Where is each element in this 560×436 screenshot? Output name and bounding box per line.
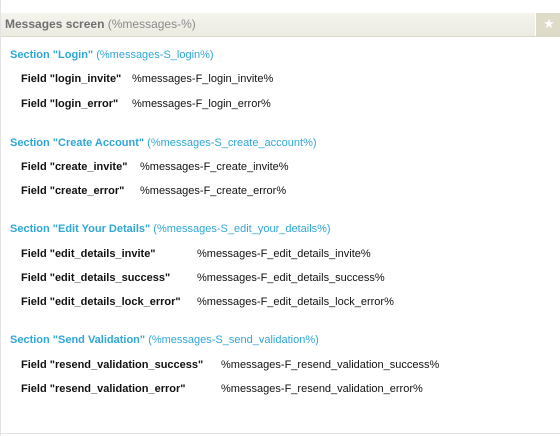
section-token: (%messages-S_edit_your_details%) <box>153 223 331 235</box>
field-label-login-error: Field "login_error" <box>21 98 119 110</box>
field-label-login-invite: Field "login_invite" <box>21 73 122 85</box>
panel-title-token: (%messages-%) <box>107 17 196 31</box>
section-title-text: Section "Edit Your Details" <box>10 223 151 235</box>
panel-title-text: Messages screen <box>5 17 105 31</box>
field-value-create-error: %messages-F_create_error% <box>140 185 287 197</box>
section-title-text: Section "Create Account" <box>10 137 145 149</box>
field-value-login-invite: %messages-F_login_invite% <box>132 73 274 85</box>
section-title-text: Section "Login" <box>10 49 94 61</box>
star-icon: ★ <box>543 16 555 31</box>
field-value-edit-details-invite: %messages-F_edit_details_invite% <box>197 248 371 260</box>
panel-header: Messages screen (%messages-%) ★ <box>1 13 560 37</box>
section-title-text: Section "Send Validation" <box>10 334 146 346</box>
section-title-edit-your-details: Section "Edit Your Details" (%messages-S… <box>10 223 331 235</box>
panel-bottom-border <box>1 433 560 434</box>
panel-title: Messages screen (%messages-%) <box>5 17 196 31</box>
field-label-edit-details-invite: Field "edit_details_invite" <box>21 248 156 260</box>
field-value-resend-validation-error: %messages-F_resend_validation_error% <box>221 383 423 395</box>
section-title-create-account: Section "Create Account" (%messages-S_cr… <box>10 137 317 149</box>
favorite-button[interactable]: ★ <box>535 13 560 36</box>
section-token: (%messages-S_create_account%) <box>147 137 317 149</box>
field-label-resend-validation-error: Field "resend_validation_error" <box>21 383 186 395</box>
field-label-create-invite: Field "create_invite" <box>21 161 128 173</box>
section-token: (%messages-S_login%) <box>96 49 214 61</box>
field-value-resend-validation-success: %messages-F_resend_validation_success% <box>221 359 440 371</box>
field-value-create-invite: %messages-F_create_invite% <box>140 161 289 173</box>
section-token: (%messages-S_send_validation%) <box>148 334 319 346</box>
field-value-edit-details-success: %messages-F_edit_details_success% <box>197 272 385 284</box>
field-label-create-error: Field "create_error" <box>21 185 125 197</box>
field-label-edit-details-lock-error: Field "edit_details_lock_error" <box>21 296 181 308</box>
section-title-login: Section "Login" (%messages-S_login%) <box>10 49 214 61</box>
field-value-edit-details-lock-error: %messages-F_edit_details_lock_error% <box>197 296 394 308</box>
field-label-edit-details-success: Field "edit_details_success" <box>21 272 171 284</box>
section-title-send-validation: Section "Send Validation" (%messages-S_s… <box>10 334 319 346</box>
field-label-resend-validation-success: Field "resend_validation_success" <box>21 359 204 371</box>
field-value-login-error: %messages-F_login_error% <box>132 98 271 110</box>
